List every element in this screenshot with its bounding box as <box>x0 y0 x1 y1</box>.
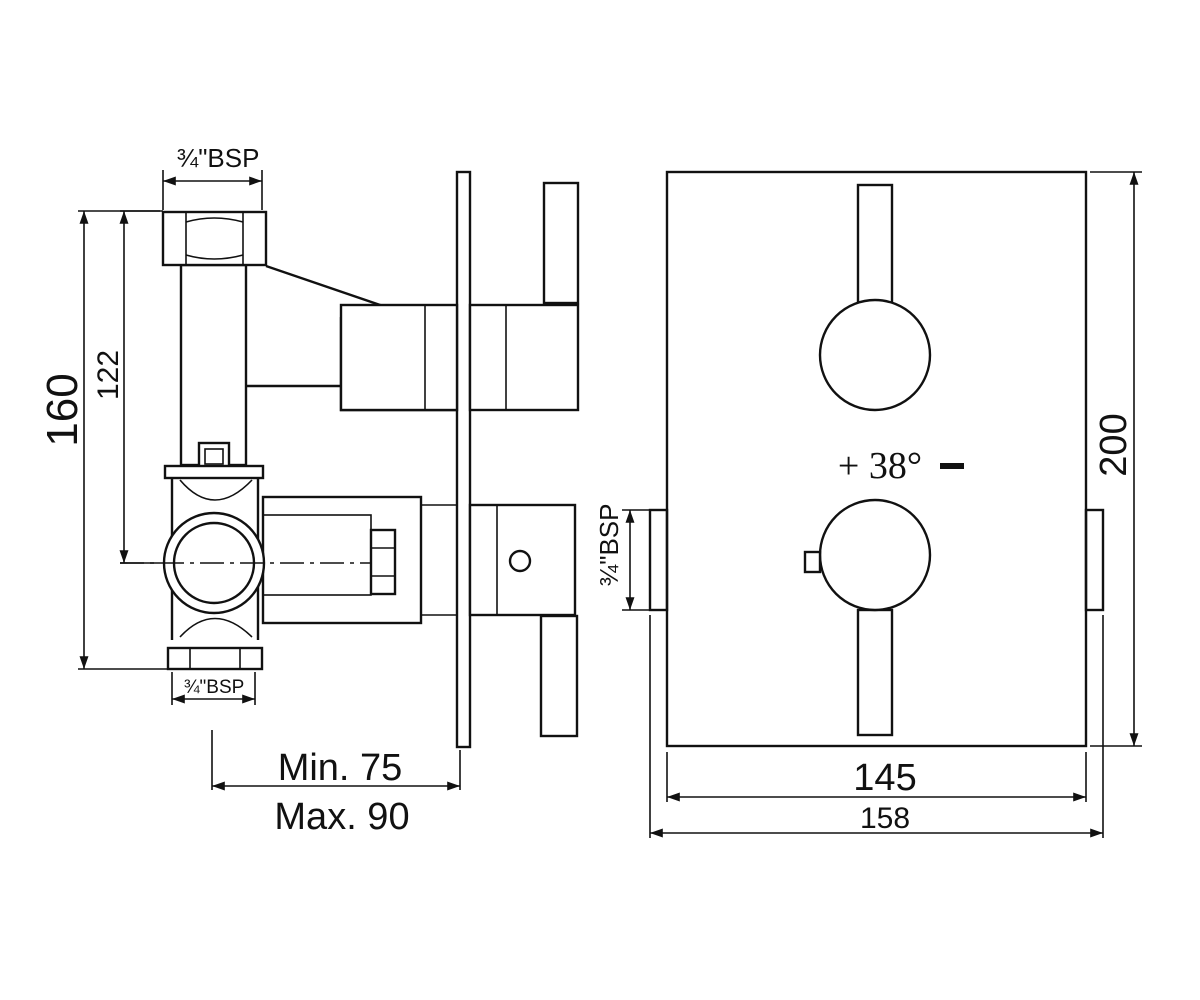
height-160-label: 160 <box>38 373 87 446</box>
side-view: ¾"BSP ¾"BSP 160 122 Min. 75 <box>38 143 580 838</box>
lower-body <box>170 478 457 640</box>
left-port <box>648 508 669 612</box>
front-view: + 38° ¾"BSP 200 145 <box>594 170 1142 838</box>
vertical-pipe <box>179 263 248 467</box>
lower-front-lever <box>856 608 894 737</box>
side-port-bsp-label: ¾"BSP <box>594 504 624 587</box>
dim-depth: Min. 75 Max. 90 <box>211 730 461 838</box>
dim-top-bsp: ¾"BSP <box>162 143 263 210</box>
min-depth-label: Min. 75 <box>278 747 403 789</box>
dim-side-port-bsp: ¾"BSP <box>594 504 650 611</box>
bottom-bsp-label: ¾"BSP <box>184 677 245 698</box>
dim-158: 158 <box>649 615 1104 838</box>
width-145-label: 145 <box>853 757 916 799</box>
lower-knob <box>818 498 932 612</box>
upper-knob <box>818 298 932 412</box>
front-plate <box>665 170 1088 748</box>
dim-200: 200 <box>1090 171 1142 747</box>
bottom-hex-nut <box>166 646 264 671</box>
minus-mark <box>940 463 964 469</box>
dim-122: 122 <box>92 210 163 564</box>
safety-stop-button <box>803 550 822 574</box>
right-port <box>1084 508 1105 612</box>
dim-bottom-bsp: ¾"BSP <box>171 672 256 705</box>
body-collar <box>163 464 265 480</box>
lower-cartridge <box>468 503 577 617</box>
upper-lever <box>542 181 580 305</box>
dim-145: 145 <box>666 752 1087 802</box>
width-158-label: 158 <box>860 802 910 835</box>
height-200-label: 200 <box>1093 413 1135 476</box>
upper-front-lever <box>856 183 894 307</box>
temperature-label: + 38° <box>838 445 922 487</box>
max-depth-label: Max. 90 <box>274 796 409 838</box>
lower-lever <box>539 614 579 738</box>
dim-160: 160 <box>38 210 168 670</box>
top-hex-nut <box>161 210 268 267</box>
upper-cartridge <box>339 303 580 412</box>
height-122-label: 122 <box>92 350 125 400</box>
top-bsp-label: ¾"BSP <box>177 143 260 173</box>
cover-plate <box>455 170 472 749</box>
